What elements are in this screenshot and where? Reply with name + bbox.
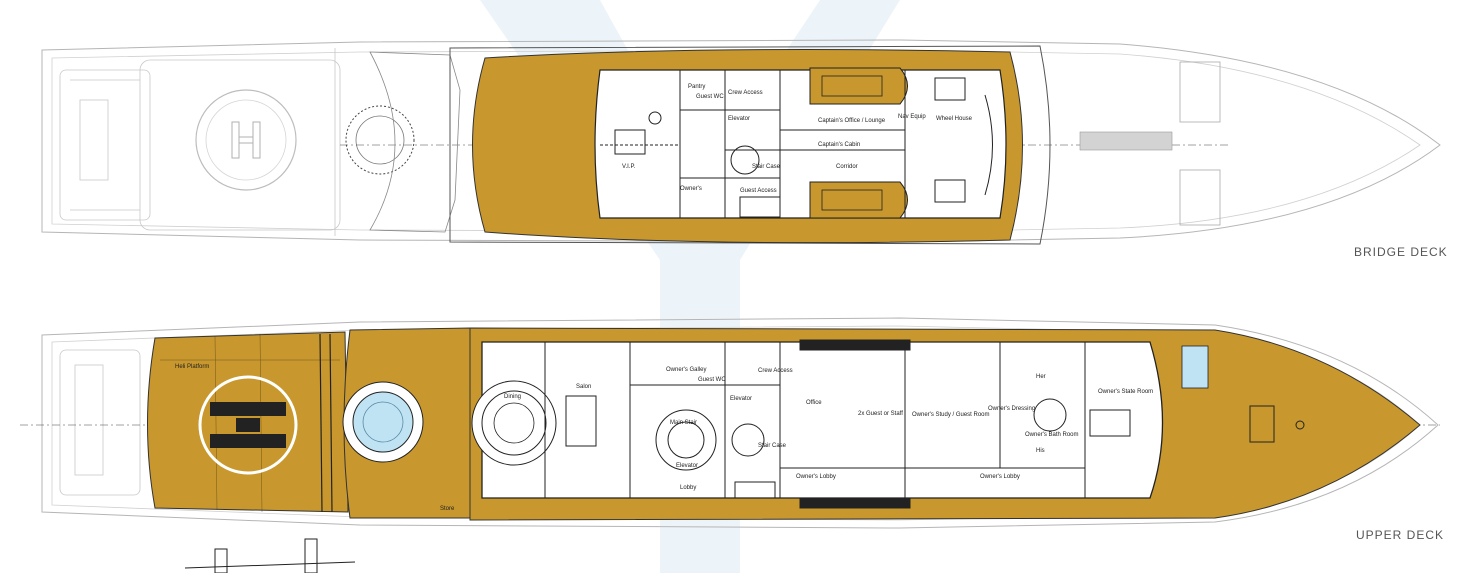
room-elevator: Elevator — [728, 116, 750, 122]
room-stair-case: Stair Case — [752, 164, 781, 170]
room-captains-office: Captain's Office / Lounge — [818, 118, 886, 124]
room-his: His — [1036, 448, 1045, 454]
upper-deck-label: UPPER DECK — [1356, 528, 1445, 542]
room-guest-access: Guest Access — [740, 188, 777, 194]
bridge-interior — [594, 69, 1007, 219]
bridge-deck-label: BRIDGE DECK — [1354, 245, 1448, 259]
room-captains-cabin: Captain's Cabin — [818, 142, 860, 148]
dining-table — [471, 380, 557, 466]
room-salon: Salon — [576, 384, 591, 390]
bridge-hull-outline — [41, 39, 1441, 243]
room-owners-study: Owner's Study / Guest Room — [912, 412, 990, 418]
upper-hull-outline — [41, 317, 1439, 529]
bridge-room-labels: Pantry Guest WC Crew Access Elevator Cap… — [622, 84, 973, 194]
lower-deck-stub — [184, 538, 356, 574]
room-office: Office — [806, 400, 822, 406]
room-guest-or-staff: 2x Guest or Staff — [858, 411, 903, 417]
room-lobby: Lobby — [680, 485, 696, 491]
tender-top — [809, 67, 908, 105]
room-heli-platform: Heli Platform — [175, 364, 209, 370]
room-her: Her — [1036, 374, 1046, 380]
helipad-marking-icon — [198, 375, 298, 475]
room-crew-access: Crew Access — [728, 90, 763, 96]
room-owners-bath: Owner's Bath Room — [1025, 432, 1079, 438]
room-guest-wc: Guest WC — [698, 377, 726, 383]
room-elevator-small: Elevator — [730, 396, 752, 402]
room-crew-access: Crew Access — [758, 368, 793, 374]
room-vip: V.I.P. — [622, 164, 636, 170]
room-stair-case: Stair Case — [758, 443, 787, 449]
room-owners-state-room: Owner's State Room — [1098, 389, 1153, 395]
upper-interior — [481, 341, 1164, 499]
tender-bottom — [809, 181, 908, 219]
room-owners-dressing: Owner's Dressing — [988, 406, 1035, 412]
room-owners: Owner's — [680, 186, 702, 192]
room-nav-equip: Nav Equip — [898, 114, 926, 120]
room-wheel-house: Wheel House — [936, 116, 973, 122]
room-dining: Dining — [504, 394, 521, 400]
jacuzzi-pool — [342, 381, 424, 463]
room-owners-galley: Owner's Galley — [666, 367, 707, 373]
room-elevator: Elevator — [676, 463, 698, 469]
room-deck-store: Store — [440, 506, 455, 512]
room-owners-lobby-2: Owner's Lobby — [980, 474, 1020, 480]
round-hatch — [345, 105, 415, 175]
room-main-stair: Main Stair — [670, 420, 697, 426]
room-guest-wc: Guest WC — [696, 94, 724, 100]
helipad-h-icon — [195, 89, 297, 191]
room-corridor: Corridor — [836, 164, 858, 170]
bridge-deck: Pantry Guest WC Crew Access Elevator Cap… — [41, 39, 1441, 245]
upper-room-labels: Dining Salon Owner's Galley Guest WC Cre… — [440, 367, 1153, 512]
room-owners-lobby-1: Owner's Lobby — [796, 474, 836, 480]
upper-deck: Heli Platform — [20, 317, 1440, 529]
room-pantry: Pantry — [688, 84, 705, 90]
